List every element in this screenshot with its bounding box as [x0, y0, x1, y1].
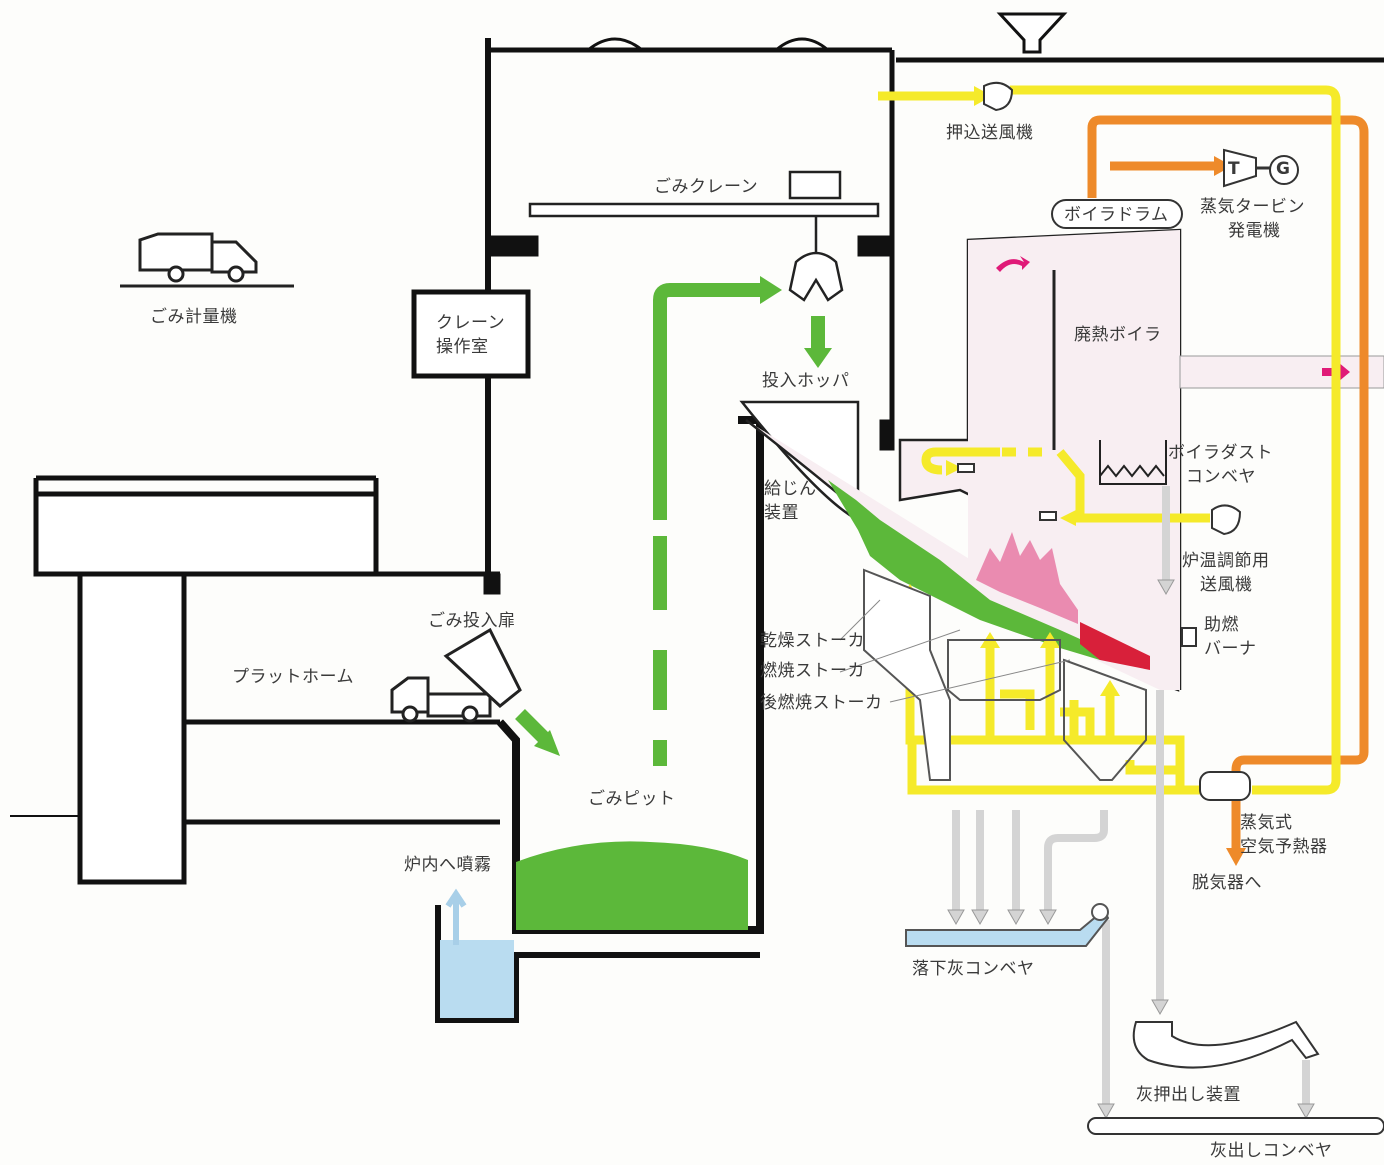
- flue-duct: [1180, 356, 1384, 388]
- arrow-head-icon: [1040, 910, 1056, 924]
- arrow-head-icon: [1152, 1000, 1168, 1014]
- burn-stoker-label: 燃焼ストーカ: [760, 660, 865, 682]
- arrow-head-icon: [1098, 1104, 1114, 1118]
- spray-arrow-icon: [448, 894, 464, 945]
- dry-stoker-label: 乾燥ストーカ: [760, 630, 865, 652]
- ash-out-conveyor: [1088, 1118, 1384, 1134]
- post-stoker-label: 後燃焼ストーカ: [760, 692, 883, 714]
- dump-truck-icon: [392, 630, 520, 721]
- ash-pusher-label: 灰押出し装置: [1136, 1084, 1241, 1106]
- turbine-label-line2: 発電機: [1228, 220, 1281, 242]
- temp-fan-label-line1: 炉温調節用: [1182, 550, 1270, 572]
- arrow-head-icon: [1100, 680, 1120, 696]
- turbine-label-line1: 蒸気タービン: [1200, 196, 1305, 218]
- air-heater-label-line2: 空気予熱器: [1240, 836, 1328, 858]
- air-heater-label-line1: 蒸気式: [1240, 812, 1293, 834]
- garbage-truck-icon: [120, 234, 294, 286]
- arrow-head-icon: [1298, 1104, 1314, 1118]
- generator-letter: G: [1276, 158, 1290, 180]
- temp-fan-label-line2: 送風機: [1200, 574, 1253, 596]
- crane-room-label-line2: 操作室: [436, 336, 489, 358]
- arrow-head-icon: [948, 910, 964, 924]
- burner-label-line1: 助燃: [1204, 614, 1239, 636]
- crane-label: ごみクレーン: [654, 176, 758, 198]
- conveyor-roller: [1092, 904, 1108, 920]
- arrow-head-icon: [1008, 910, 1024, 924]
- dust-conveyor-label-line1: ボイラダスト: [1168, 442, 1273, 464]
- waste-boiler-label: 廃熱ボイラ: [1074, 324, 1162, 346]
- arrow-head-icon: [760, 276, 782, 304]
- pit-label: ごみピット: [588, 788, 676, 810]
- boiler-drum-label: ボイラドラム: [1064, 204, 1169, 226]
- ash-pusher: [1134, 1022, 1318, 1068]
- ash-out-conveyor-label: 灰出しコンベヤ: [1210, 1140, 1333, 1162]
- weighbridge-label: ごみ計量機: [150, 306, 238, 328]
- feeder-label-line2: 装置: [764, 502, 799, 524]
- water-tank: [440, 940, 514, 1018]
- burner-label-line2: バーナ: [1204, 638, 1257, 660]
- platform-label: プラットホーム: [232, 666, 354, 688]
- crane-room-label-line1: クレーン: [436, 312, 505, 334]
- arrow-head-icon: [804, 348, 832, 368]
- deaerator-label: 脱気器へ: [1192, 872, 1262, 894]
- turbine-letter: T: [1228, 158, 1240, 180]
- feeder-label-line1: 給じん: [764, 478, 817, 500]
- hopper-label: 投入ホッパ: [762, 370, 850, 392]
- dust-conveyor-label-line2: コンベヤ: [1186, 466, 1256, 488]
- ash-conveyor: [906, 910, 1108, 946]
- push-fan-label: 押込送風機: [946, 122, 1034, 144]
- arrow-head-icon: [972, 910, 988, 924]
- garbage-pile: [516, 841, 748, 930]
- hopper-furnace: [742, 230, 1180, 690]
- dump-door-label: ごみ投入扉: [428, 610, 516, 632]
- spray-label: 炉内へ噴霧: [404, 854, 492, 876]
- ash-conveyor-label: 落下灰コンベヤ: [912, 958, 1035, 980]
